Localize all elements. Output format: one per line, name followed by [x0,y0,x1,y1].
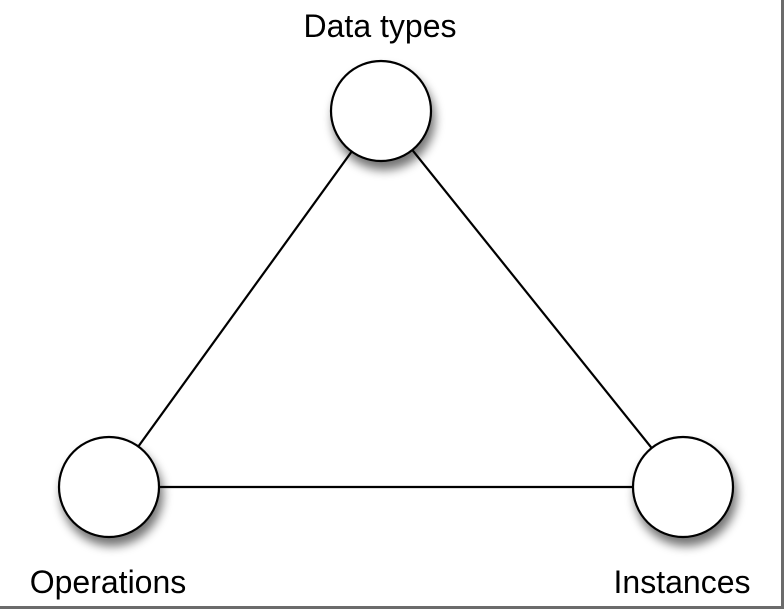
label-data-types: Data types [304,8,457,44]
node-operations [57,435,161,539]
label-operations: Operations [30,564,187,600]
edge-data-types-instances [380,110,684,488]
label-instances: Instances [614,564,751,600]
node-data-types [329,59,433,163]
node-instances [631,435,735,539]
edge-data-types-operations [108,110,382,488]
